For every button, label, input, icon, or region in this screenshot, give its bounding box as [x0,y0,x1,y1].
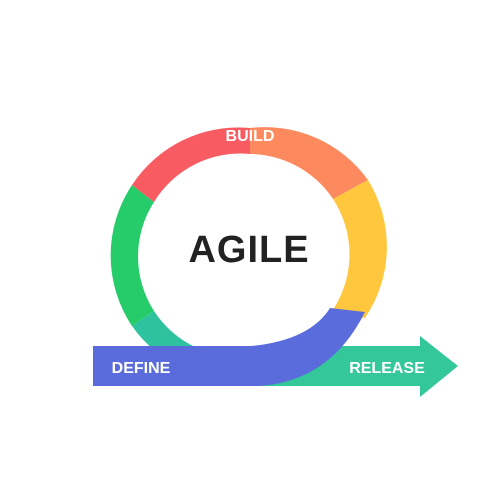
ring-segment-orange [250,127,368,199]
define-band [93,308,365,386]
stage-label-build: BUILD [226,128,275,145]
ring-segment-green [110,185,154,326]
ring-segment-yellow [330,180,387,318]
center-title: AGILE [188,229,309,271]
stage-label-define: DEFINE [112,360,171,377]
stage-label-release: RELEASE [349,360,425,377]
ring-segment-red [132,127,250,202]
